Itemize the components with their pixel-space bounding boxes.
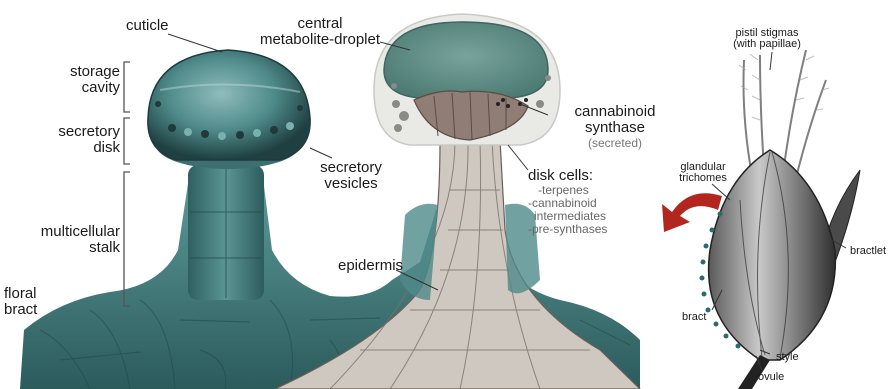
label-floral-bract-line1: floral [4, 285, 37, 302]
label-synthase-line2: synthase [585, 119, 645, 136]
label-vesicles-line1: secretory [320, 159, 382, 176]
label-style: style [776, 352, 799, 363]
brackets [124, 62, 130, 306]
label-bract: bract [682, 312, 706, 323]
label-floral-bract-line2: bract [4, 301, 37, 318]
label-secretory-disk-line1: secretory [58, 123, 120, 140]
label-central-line2: metabolite-droplet [260, 31, 380, 48]
label-central-droplet: central metabolite-droplet [250, 16, 390, 48]
label-storage-cavity-line2: cavity [82, 79, 120, 96]
label-synthase-line1: cannabinoid [575, 103, 656, 120]
flower-illustration [662, 50, 860, 389]
label-epidermis: epidermis [338, 258, 403, 274]
label-glandular-line2: trichomes [679, 172, 727, 184]
label-vesicles-line2: vesicles [324, 175, 377, 192]
label-multicellular-stalk: multicellular stalk [20, 224, 120, 256]
label-disk-item-pre-synthases: -pre-synthases [528, 223, 607, 236]
label-disk-cells-title: disk cells: [528, 167, 593, 184]
label-storage-cavity: storage cavity [20, 64, 120, 96]
label-ovule: ovule [758, 372, 784, 383]
label-secretory-disk: secretory disk [20, 124, 120, 156]
label-glandular-trichomes: glandular trichomes [668, 162, 738, 184]
red-arrow [662, 193, 722, 232]
label-stalk-line2: stalk [89, 239, 120, 256]
label-stalk-line1: multicellular [41, 223, 120, 240]
label-pistil-stigmas: pistil stigmas (with papillae) [712, 28, 822, 50]
label-cannabinoid-synthase: cannabinoid synthase (secreted) [560, 104, 670, 150]
label-disk-cells: disk cells: -terpenes -cannabinoid inter… [528, 168, 607, 236]
label-secretory-disk-line2: disk [93, 139, 120, 156]
storage-cavity-head [148, 50, 310, 160]
label-bractlet: bractlet [850, 246, 886, 257]
central-droplet-shape [384, 22, 548, 98]
label-cuticle: cuticle [126, 18, 169, 34]
label-secretory-vesicles: secretory vesicles [306, 160, 396, 192]
label-synthase-note: (secreted) [560, 136, 670, 150]
label-pistil-line2: (with papillae) [733, 38, 801, 50]
label-central-line1: central [297, 15, 342, 32]
label-storage-cavity-line1: storage [70, 63, 120, 80]
label-floral-bract: floral bract [4, 286, 37, 318]
